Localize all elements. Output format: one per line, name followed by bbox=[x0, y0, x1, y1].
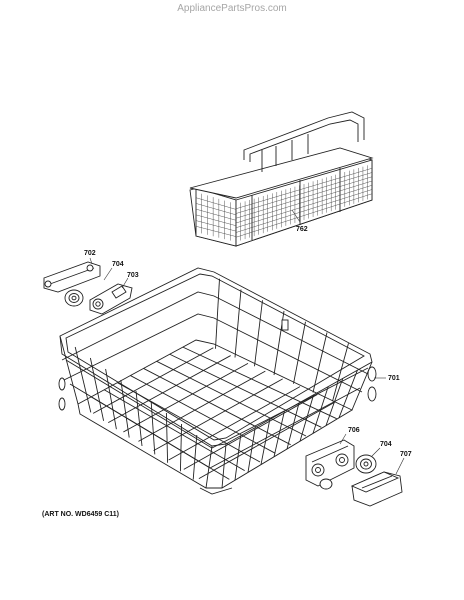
rack-bracket-702[interactable] bbox=[43, 261, 101, 293]
wire-segment bbox=[332, 343, 349, 402]
wire-segment bbox=[254, 300, 263, 367]
callout-703: 703 bbox=[127, 272, 139, 279]
silverware-basket[interactable] bbox=[189, 111, 374, 247]
wire-segment bbox=[195, 226, 237, 237]
callout-704-upper: 704 bbox=[112, 261, 124, 268]
wire-segment bbox=[215, 278, 220, 349]
wire-segment bbox=[183, 394, 318, 470]
callout-707: 707 bbox=[400, 451, 412, 458]
wire-segment bbox=[182, 346, 337, 420]
wire-segment bbox=[195, 214, 237, 226]
wire-segment bbox=[235, 172, 373, 214]
wire-segment bbox=[156, 360, 307, 437]
lower-rack[interactable] bbox=[58, 267, 377, 495]
end-cap-707[interactable] bbox=[350, 471, 403, 507]
callout-702: 702 bbox=[84, 250, 96, 257]
wire-segment bbox=[247, 427, 256, 473]
wire-segment bbox=[117, 382, 261, 463]
wire-segment bbox=[120, 379, 130, 438]
callout-762: 762 bbox=[296, 226, 308, 233]
wire-segment bbox=[108, 355, 231, 424]
wire-segment bbox=[312, 332, 328, 393]
wire-segment bbox=[74, 346, 92, 413]
roller-assembly-706[interactable] bbox=[305, 439, 355, 490]
wire-segment bbox=[168, 386, 301, 461]
wire-segment bbox=[195, 220, 237, 232]
watermark-text: AppliancePartsPros.com bbox=[177, 3, 287, 14]
wire-segment bbox=[235, 185, 373, 228]
wire-segment bbox=[59, 335, 79, 405]
callout-701: 701 bbox=[388, 375, 400, 382]
wire-segment bbox=[89, 357, 105, 421]
wire-segment bbox=[143, 368, 291, 446]
callout-704-lower: 704 bbox=[380, 441, 392, 448]
callout-706: 706 bbox=[348, 427, 360, 434]
wire-segment bbox=[153, 378, 283, 452]
wire-segment bbox=[235, 176, 373, 219]
rack-wheel-704-upper[interactable] bbox=[64, 289, 84, 307]
wire-segment bbox=[221, 443, 227, 489]
wire-segment bbox=[195, 203, 237, 216]
rack-wheel-704-lower[interactable] bbox=[355, 454, 377, 474]
wire-segment bbox=[234, 289, 242, 358]
wire-segment bbox=[150, 401, 156, 455]
wire-segment bbox=[138, 370, 266, 442]
wire-segment bbox=[135, 390, 143, 447]
wire-segment bbox=[235, 189, 373, 233]
wire-segment bbox=[92, 347, 214, 414]
wire-segment bbox=[123, 362, 249, 433]
art-number: (ART NO. WD6459 C11) bbox=[42, 511, 119, 518]
wire-segment bbox=[293, 321, 306, 384]
wire-segment bbox=[130, 375, 276, 454]
wire-segment bbox=[234, 435, 242, 481]
wire-segment bbox=[235, 168, 373, 209]
wire-segment bbox=[273, 411, 285, 457]
wire-segment bbox=[260, 419, 271, 465]
wire-segment bbox=[235, 180, 373, 224]
wire-segment bbox=[195, 208, 237, 221]
wire-segment bbox=[165, 412, 169, 463]
wire-segment bbox=[169, 353, 322, 428]
wire-segment bbox=[195, 197, 237, 210]
rack-clip-703[interactable] bbox=[89, 283, 133, 315]
wire-segment bbox=[198, 401, 335, 480]
wire-segment bbox=[235, 193, 373, 238]
wire-segment bbox=[179, 423, 183, 472]
wire-segment bbox=[103, 389, 245, 472]
